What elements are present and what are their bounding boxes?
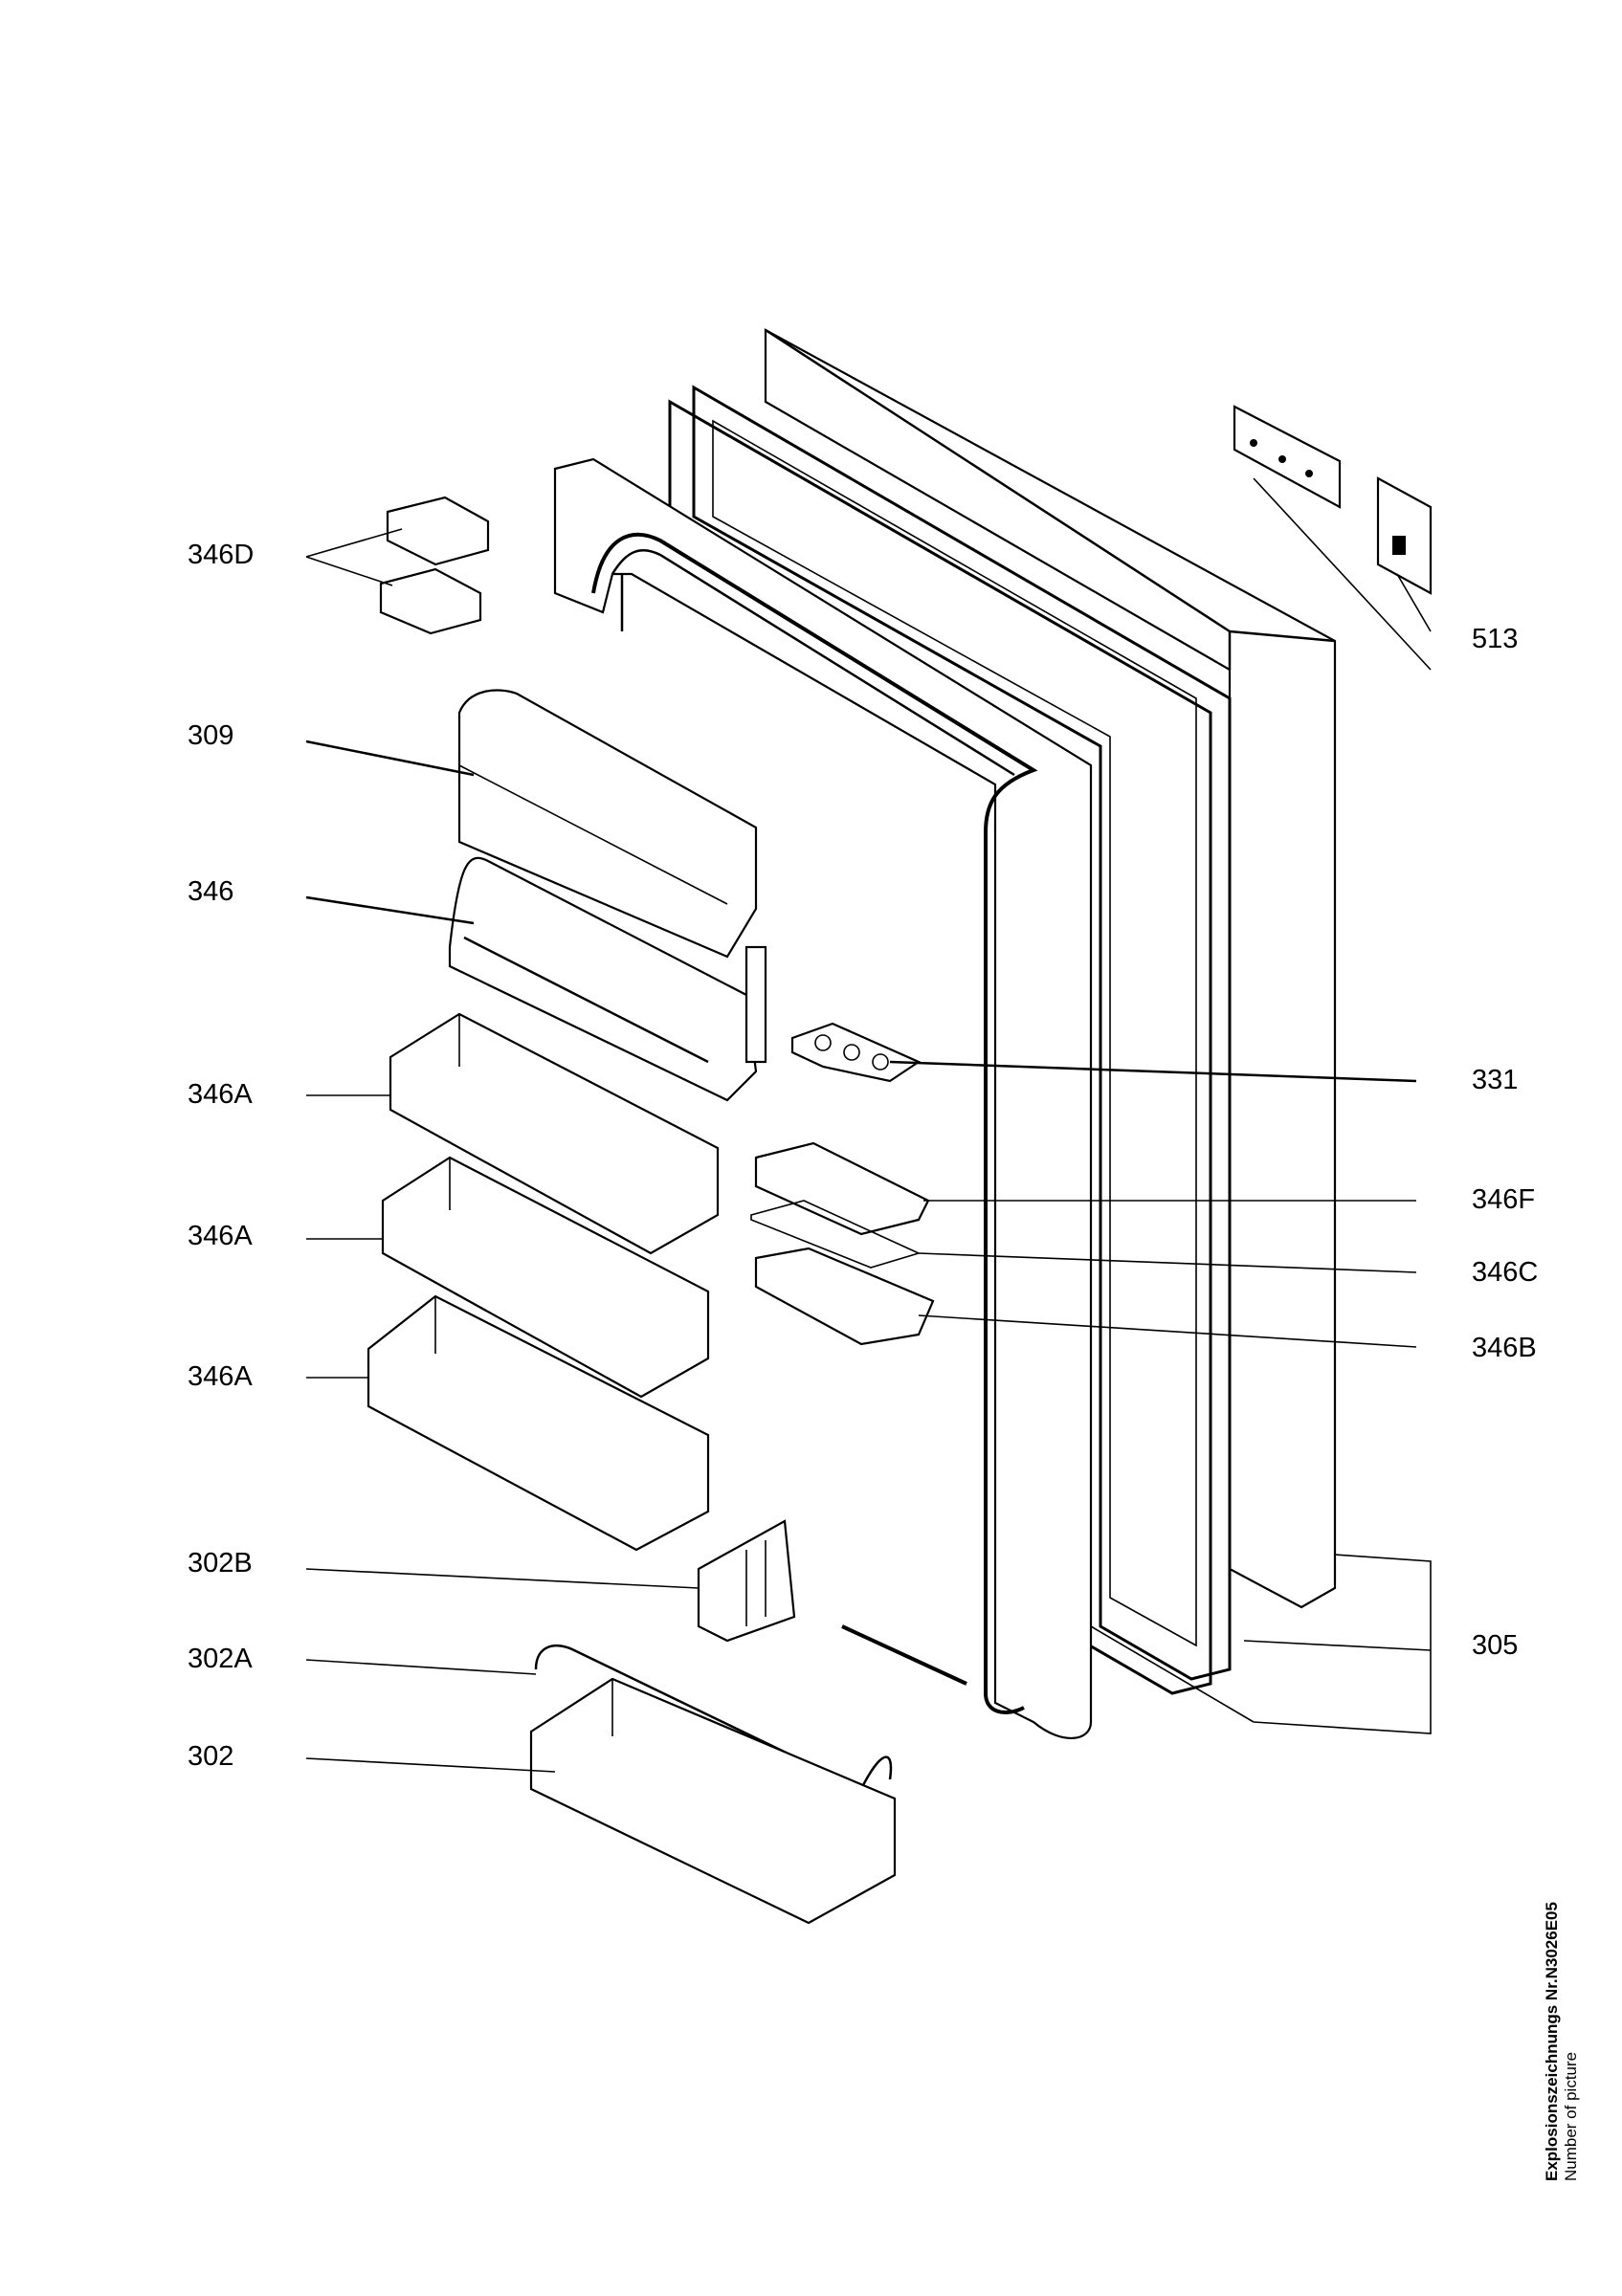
drawing-number-caption: Explosionszeichnungs Nr.N3026E05 Number … — [1543, 1902, 1581, 2181]
label-302A: 302A — [188, 1644, 253, 1674]
part-346A-shelf-2 — [381, 1156, 710, 1399]
part-309-flap — [457, 689, 758, 959]
part-346B-bin — [754, 1247, 935, 1346]
label-346A-2: 346A — [188, 1221, 253, 1251]
part-346A-shelf-3 — [367, 1294, 710, 1552]
outer-door-panel — [764, 328, 1337, 1609]
part-302-bin — [529, 1677, 897, 1925]
hinge-upper — [1233, 405, 1342, 509]
part-346F-rack — [754, 1141, 930, 1236]
part-346A-shelf-1 — [389, 1012, 720, 1255]
label-346C: 346C — [1472, 1257, 1539, 1288]
inner-door-liner — [553, 457, 1093, 1739]
part-346D — [379, 496, 490, 635]
label-346A-3: 346A — [188, 1361, 253, 1392]
label-346F: 346F — [1472, 1184, 1536, 1215]
picture-caption: Number of picture — [1562, 2051, 1580, 2181]
part-346C-rail — [750, 1200, 922, 1269]
label-346B: 346B — [1472, 1333, 1537, 1363]
label-513: 513 — [1472, 624, 1519, 654]
part-331-egg-tray — [790, 1022, 922, 1083]
leader-lines — [305, 477, 1432, 1773]
label-346: 346 — [188, 876, 234, 907]
label-302B: 302B — [188, 1548, 253, 1578]
label-309: 309 — [188, 720, 234, 751]
label-302: 302 — [188, 1741, 234, 1772]
label-346A-1: 346A — [188, 1079, 253, 1110]
hinge-lower — [1376, 476, 1433, 595]
label-305: 305 — [1472, 1630, 1519, 1661]
part-346-shelf — [448, 856, 767, 1102]
part-302B — [697, 1519, 796, 1643]
drawing-number: Explosionszeichnungs Nr.N3026E05 — [1543, 1902, 1561, 2181]
label-346D: 346D — [188, 540, 255, 570]
label-331: 331 — [1472, 1065, 1519, 1095]
